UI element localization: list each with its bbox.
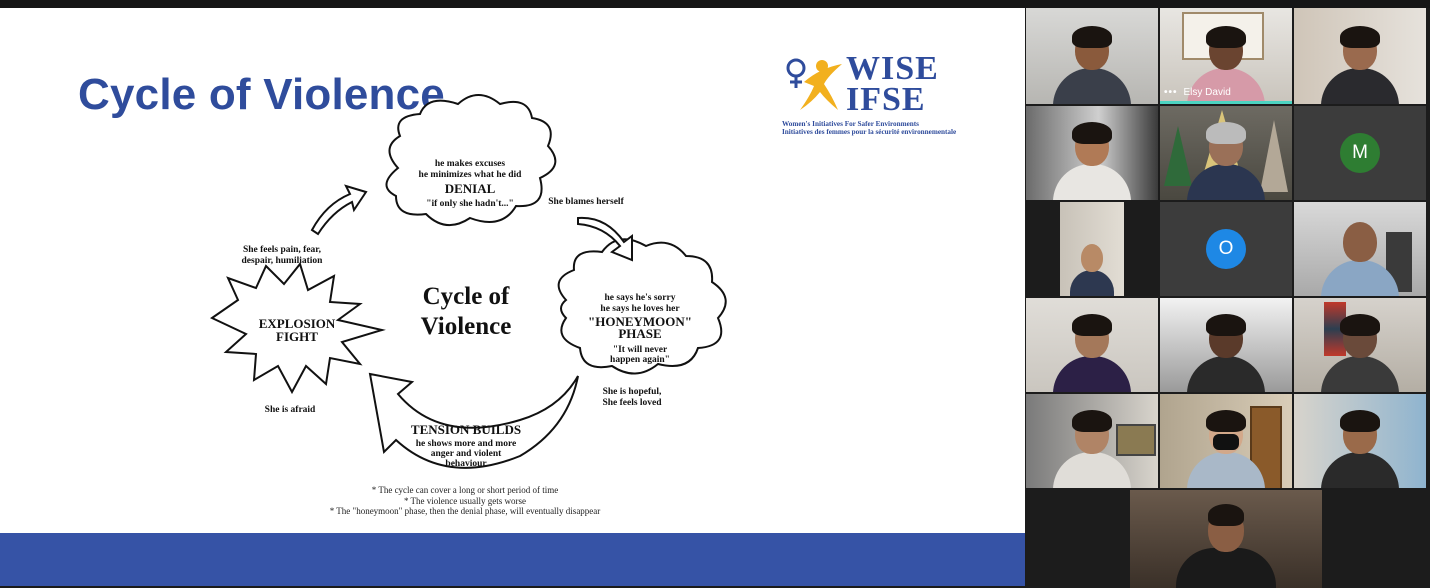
- logo-tagline-fr: Initiatives des femmes pour la sécurité …: [782, 128, 957, 136]
- note-3: * The "honeymoon" phase, then the denial…: [329, 506, 601, 516]
- honeymoon-quote1: "It will never: [613, 345, 668, 355]
- denial-line1: he makes excuses: [435, 159, 505, 169]
- tension-line3: behaviour: [445, 459, 487, 469]
- participant-avatar: M: [1340, 133, 1380, 173]
- video-tile[interactable]: [1160, 298, 1292, 392]
- participant-name: Elsy David: [1183, 87, 1231, 98]
- wall-art: [1324, 302, 1346, 356]
- speaking-indicator: [1160, 101, 1292, 104]
- honeymoon-title2: PHASE: [618, 326, 661, 341]
- video-tile[interactable]: [1160, 394, 1292, 488]
- honeymoon-line1: he says he's sorry: [605, 293, 676, 303]
- denial-title: DENIAL: [445, 181, 496, 196]
- logo-tagline-en: Women's Initiatives For Safer Environmen…: [782, 120, 919, 128]
- label-pain-line2: despair, humiliation: [242, 256, 324, 266]
- wise-ifse-logo: WISE IFSE Women's Initiatives For Safer …: [780, 50, 957, 138]
- christmas-tree: [1164, 126, 1192, 186]
- denial-line2: he minimizes what he did: [419, 170, 523, 180]
- video-tile[interactable]: [1026, 394, 1158, 488]
- denial-quote: "if only she hadn't...": [426, 199, 514, 209]
- participant-avatar: O: [1206, 229, 1246, 269]
- video-tile[interactable]: [1294, 8, 1426, 104]
- label-hopeful-line2: She feels loved: [602, 398, 662, 408]
- video-tile-avatar[interactable]: M: [1294, 106, 1426, 200]
- label-blames-herself: She blames herself: [548, 197, 624, 207]
- logo-text-ifse: IFSE: [846, 81, 926, 118]
- denial-cloud: [385, 94, 557, 226]
- video-tile[interactable]: [1026, 298, 1158, 392]
- honeymoon-cloud: [557, 238, 727, 375]
- slide-title: Cycle of Violence: [78, 70, 445, 119]
- video-tile-avatar[interactable]: O: [1160, 202, 1292, 296]
- more-options-icon[interactable]: •••: [1164, 87, 1178, 98]
- video-tile[interactable]: [1294, 202, 1426, 296]
- note-2: * The violence usually gets worse: [403, 495, 527, 506]
- logo-tagline: Women's Initiatives For Safer Environmen…: [782, 120, 957, 136]
- explosion-line2: FIGHT: [276, 329, 318, 344]
- logo-text-wise: WISE: [846, 50, 939, 87]
- explosion-starburst: [210, 261, 386, 395]
- tension-line2: anger and violent: [431, 449, 502, 459]
- label-pain-line1: She feels pain, fear,: [243, 245, 322, 255]
- label-afraid: She is afraid: [265, 405, 316, 415]
- center-title-line2: Violence: [421, 313, 512, 340]
- arrow-to-honeymoon: [577, 216, 633, 262]
- note-1: * The cycle can cover a long or short pe…: [371, 485, 559, 495]
- tension-arrow: [368, 372, 579, 469]
- video-tile[interactable]: [1294, 394, 1426, 488]
- honeymoon-title1: "HONEYMOON": [588, 314, 692, 329]
- tension-line1: he shows more and more: [416, 439, 516, 449]
- woman-symbol-icon: [786, 58, 842, 110]
- arrow-to-denial: [310, 184, 368, 236]
- explosion-line1: EXPLOSION: [259, 316, 336, 331]
- video-tile[interactable]: [1060, 202, 1124, 296]
- video-tile-active-speaker[interactable]: ••• Elsy David: [1160, 8, 1292, 104]
- tension-title: TENSION BUILDS: [411, 422, 521, 437]
- video-tile[interactable]: [1026, 8, 1158, 104]
- honeymoon-line2: he says he loves her: [600, 304, 680, 314]
- face-mask: [1213, 434, 1239, 450]
- top-bar: [0, 0, 1430, 8]
- label-hopeful-line1: She is hopeful,: [603, 387, 662, 397]
- shared-slide: Cycle of Violence WISE IFSE Women's Init…: [0, 8, 1025, 586]
- center-title-line1: Cycle of: [423, 283, 510, 310]
- slide-footer-band: [0, 533, 1025, 586]
- participant-name-tag: ••• Elsy David: [1164, 87, 1231, 98]
- christmas-tree: [1260, 120, 1288, 192]
- wall-picture: [1116, 424, 1156, 456]
- video-tile[interactable]: [1130, 490, 1322, 588]
- video-tile[interactable]: [1294, 298, 1426, 392]
- video-tile[interactable]: [1160, 106, 1292, 200]
- video-tile[interactable]: [1026, 106, 1158, 200]
- honeymoon-quote2: happen again": [610, 355, 670, 365]
- cycle-diagram: Cycle of Violence he makes excuses he mi…: [210, 94, 727, 469]
- video-gallery: ••• Elsy David M O: [1026, 8, 1430, 588]
- slide-notes: * The cycle can cover a long or short pe…: [300, 485, 630, 517]
